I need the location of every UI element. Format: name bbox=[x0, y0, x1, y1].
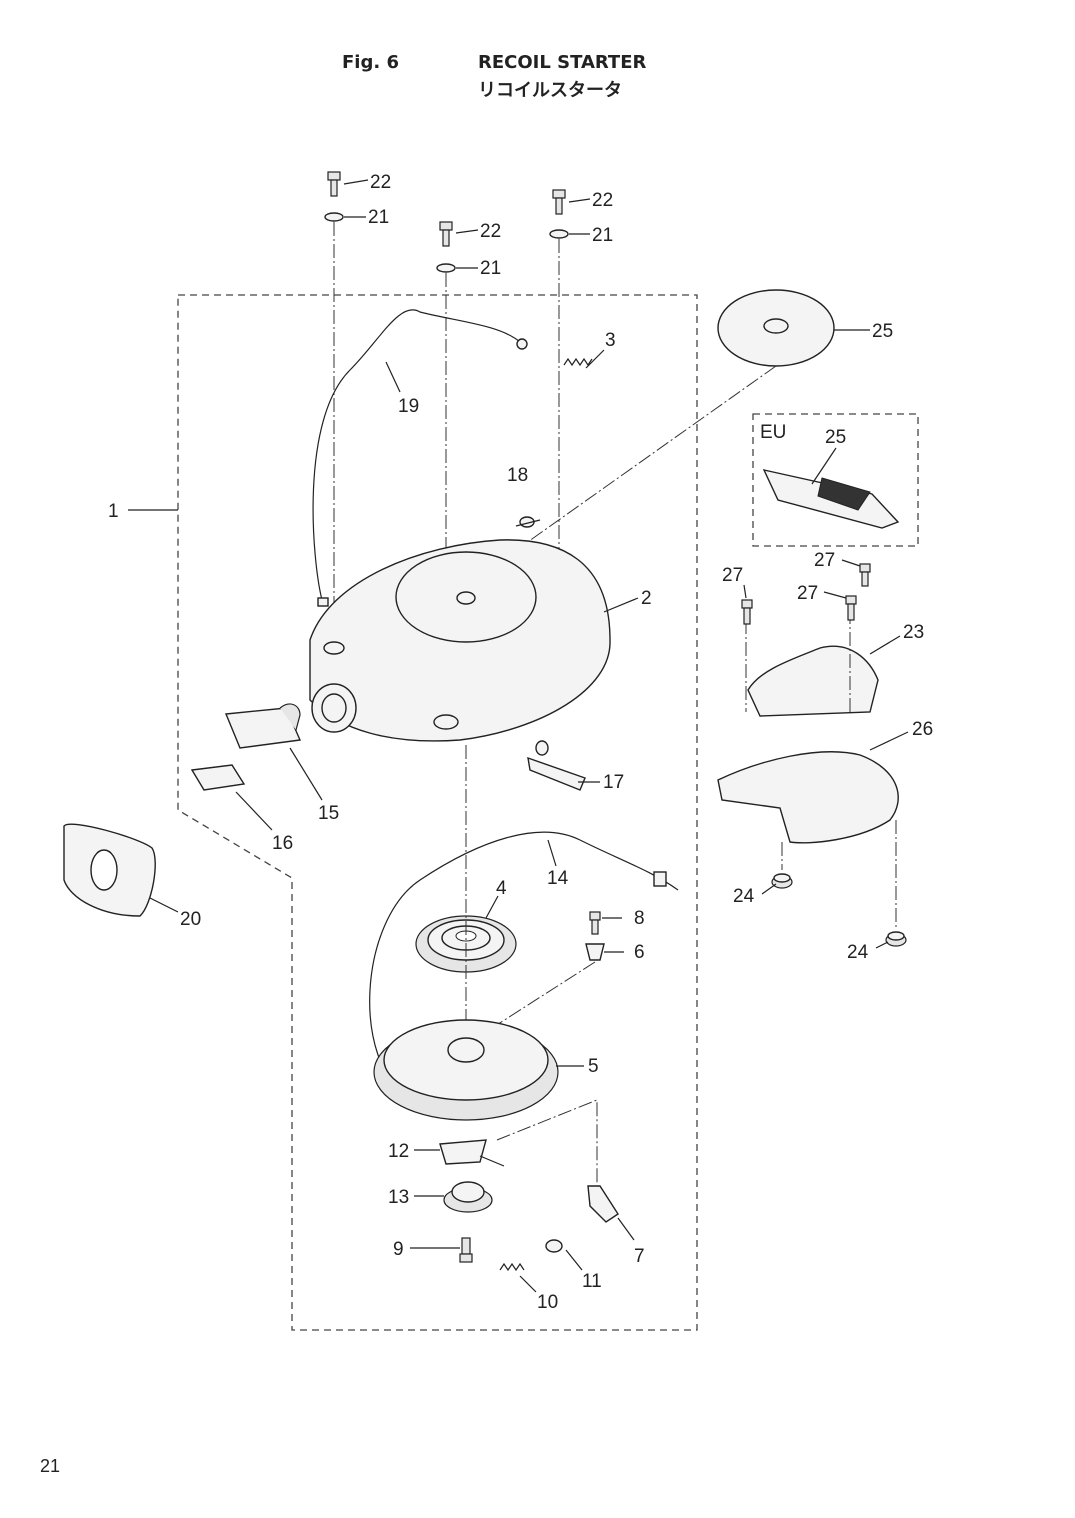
callout-24-b: 24 bbox=[847, 942, 869, 963]
callout-2: 2 bbox=[641, 588, 652, 609]
callout-25-eu: 25 bbox=[825, 427, 846, 448]
page-number: 21 bbox=[40, 1456, 61, 1476]
callout-11: 11 bbox=[582, 1271, 602, 1292]
friction-plate bbox=[439, 1139, 505, 1167]
leader-lines bbox=[128, 179, 909, 1293]
rubber-plate bbox=[63, 823, 156, 917]
callout-numbers: 22 21 22 21 22 21 3 19 25 25 18 1 2 27 2… bbox=[108, 172, 933, 1313]
stopper-block bbox=[527, 740, 586, 791]
screw-27-b bbox=[845, 595, 857, 621]
grommet-24-b bbox=[885, 931, 907, 947]
stop-cable bbox=[312, 309, 528, 607]
figure-label: Fig. 6 bbox=[342, 52, 399, 73]
starter-housing bbox=[309, 539, 611, 742]
ratchet-guide bbox=[443, 1181, 493, 1213]
screw-27-a bbox=[741, 599, 753, 625]
callout-26: 26 bbox=[912, 719, 933, 740]
rope-reel bbox=[373, 1019, 559, 1121]
screw-27-c bbox=[859, 563, 871, 587]
callout-18: 18 bbox=[507, 465, 528, 486]
callout-10: 10 bbox=[537, 1292, 558, 1313]
callout-9: 9 bbox=[393, 1239, 404, 1260]
callout-22-left: 22 bbox=[370, 172, 391, 193]
callout-1: 1 bbox=[108, 501, 119, 522]
callout-13: 13 bbox=[388, 1187, 409, 1208]
callout-20: 20 bbox=[180, 909, 201, 930]
callout-3: 3 bbox=[605, 330, 616, 351]
bolt-left bbox=[324, 171, 344, 640]
callout-7: 7 bbox=[634, 1246, 645, 1267]
callout-21-left: 21 bbox=[368, 207, 389, 228]
callout-4: 4 bbox=[496, 878, 507, 899]
callout-17: 17 bbox=[603, 772, 624, 793]
callout-27-b: 27 bbox=[797, 583, 818, 604]
screw-9 bbox=[459, 1237, 473, 1263]
figure-title-japanese: リコイルスタータ bbox=[478, 80, 622, 101]
bolt-right bbox=[549, 189, 569, 570]
eu-warning-label bbox=[762, 469, 900, 529]
ratchet-spring-small bbox=[545, 1239, 563, 1253]
ratchet-pawl bbox=[496, 1099, 619, 1223]
base-plate bbox=[717, 751, 899, 928]
callout-22-center: 22 bbox=[480, 221, 501, 242]
starter-handle bbox=[224, 703, 302, 749]
callout-19: 19 bbox=[398, 396, 419, 417]
callout-15: 15 bbox=[318, 803, 339, 824]
callout-5: 5 bbox=[588, 1056, 599, 1077]
callout-6: 6 bbox=[634, 942, 645, 963]
callout-25-disc: 25 bbox=[872, 321, 893, 342]
callout-8: 8 bbox=[634, 908, 645, 929]
small-spring bbox=[563, 357, 593, 367]
callout-22-right: 22 bbox=[592, 190, 613, 211]
cable-cover bbox=[745, 610, 879, 717]
starter-rope bbox=[369, 831, 679, 1101]
decal-disc bbox=[459, 289, 835, 591]
callout-21-center: 21 bbox=[480, 258, 501, 279]
callout-14: 14 bbox=[547, 868, 569, 889]
callout-27-a: 27 bbox=[722, 565, 743, 586]
screw-8 bbox=[589, 911, 601, 935]
callout-21-right: 21 bbox=[592, 225, 613, 246]
callout-27-c: 27 bbox=[814, 550, 835, 571]
small-clip bbox=[515, 516, 541, 528]
eu-variant-box bbox=[752, 413, 919, 547]
ratchet-spring bbox=[499, 1262, 525, 1272]
eu-region-label: EU bbox=[760, 422, 786, 443]
callout-12: 12 bbox=[388, 1141, 409, 1162]
callout-24-a: 24 bbox=[733, 886, 755, 907]
figure-title: RECOIL STARTER bbox=[478, 52, 647, 73]
callout-16: 16 bbox=[272, 833, 293, 854]
grommet-24-a bbox=[771, 873, 793, 889]
bushing-6 bbox=[491, 943, 605, 1029]
assembly-boundary bbox=[177, 294, 698, 1331]
recoil-spring bbox=[415, 745, 517, 1040]
handle-insert bbox=[190, 764, 246, 791]
callout-23: 23 bbox=[903, 622, 924, 643]
